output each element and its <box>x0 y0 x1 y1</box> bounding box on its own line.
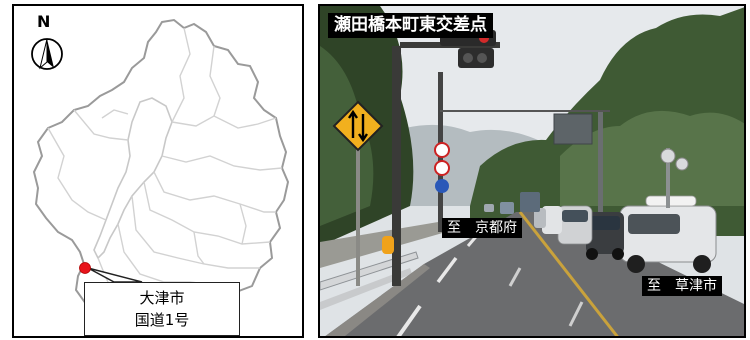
location-map-panel: N 大津市 国道1号 <box>12 4 304 338</box>
right-trees-highlight <box>560 110 744 206</box>
callout-city: 大津市 <box>139 289 185 307</box>
municipal-boundary <box>73 109 129 141</box>
road <box>325 212 744 336</box>
intersection-photo-panel: 瀬田橋本町東交差点 至 京都府 至 草津市 <box>318 4 746 338</box>
left-guardrail-lower <box>320 268 412 310</box>
direction-label-kyoto: 至 京都府 <box>442 218 522 238</box>
vehicle <box>484 192 562 234</box>
north-label: N <box>37 12 51 31</box>
municipal-boundary <box>101 109 129 119</box>
direction-label-kusatsu: 至 草津市 <box>642 276 722 296</box>
prefecture-outline <box>32 18 290 312</box>
intersection-photo <box>320 6 744 336</box>
municipal-boundary <box>239 203 247 245</box>
municipal-boundary <box>171 115 277 129</box>
municipal-boundary <box>209 45 221 117</box>
lane-marking <box>436 256 458 284</box>
direction-sign-icon <box>435 179 449 193</box>
traffic-signal-icon <box>458 48 494 68</box>
municipal-boundary <box>193 231 205 265</box>
location-callout: 大津市 国道1号 <box>84 282 240 336</box>
municipal-boundary <box>47 127 107 221</box>
speed-limit-sign-icon <box>434 160 450 176</box>
lane-marking <box>396 304 422 336</box>
municipal-boundary <box>131 195 260 269</box>
road-sign-icon <box>675 157 689 171</box>
location-marker <box>79 262 91 274</box>
municipal-boundary <box>161 155 283 171</box>
signal-pole <box>392 46 401 286</box>
lane-marking <box>568 301 584 327</box>
sign-pole <box>356 136 360 286</box>
sign-pole <box>598 112 603 212</box>
vehicle <box>586 212 624 260</box>
overhead-sign <box>553 113 593 145</box>
road-sign-icon <box>660 148 676 164</box>
vehicle <box>619 195 717 273</box>
north-arrow-icon <box>31 38 63 70</box>
lane-marking <box>508 267 522 287</box>
callout-road: 国道1号 <box>134 311 190 329</box>
no-entry-sign-icon <box>434 142 450 158</box>
center-line <box>518 211 619 336</box>
wire-arm <box>440 110 610 112</box>
vehicle <box>557 205 593 245</box>
road-shoulder <box>325 264 430 336</box>
sign-pole <box>666 148 670 208</box>
delineator-post <box>382 236 394 254</box>
municipal-boundary <box>171 27 191 123</box>
photo-title: 瀬田橋本町東交差点 <box>328 13 493 38</box>
municipal-boundary <box>153 171 276 213</box>
two-way-traffic-sign-icon <box>332 100 384 152</box>
lake-outline <box>93 97 173 260</box>
